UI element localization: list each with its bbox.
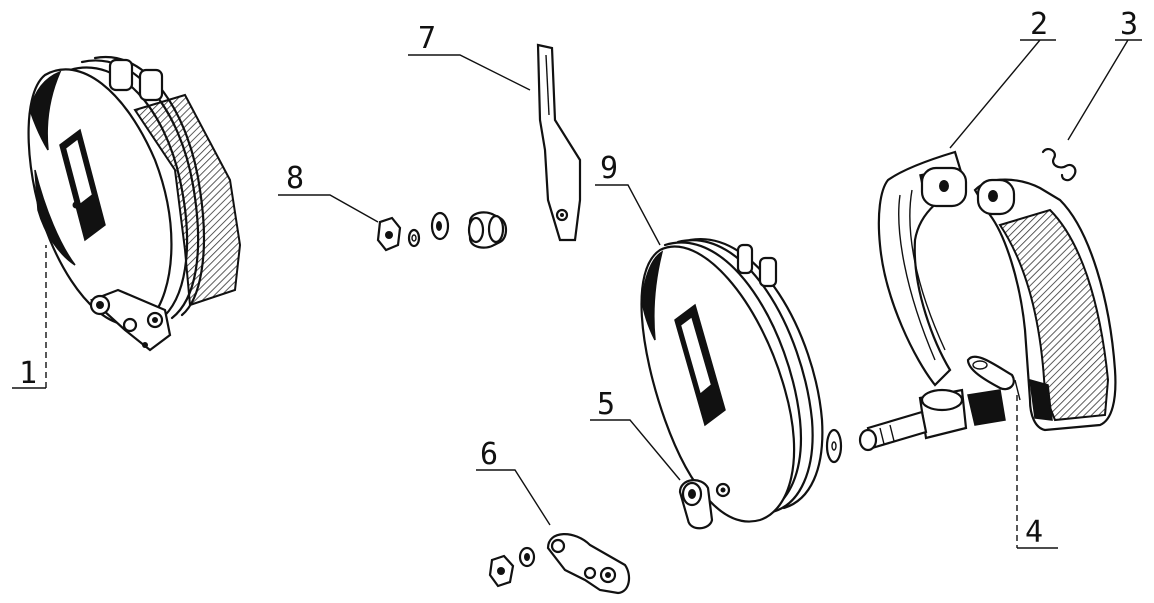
callout-6-label: 6 [480,437,498,472]
callout-2-label: 2 [1030,7,1048,42]
part-2-brake-shoes [877,150,1117,432]
part-3-spring [1041,148,1077,182]
callout-8-label: 8 [286,161,304,196]
callout-5-label: 5 [597,387,615,422]
callout-leaders [12,39,1142,549]
callout-3-label: 3 [1120,7,1138,42]
part-1-assembled-brake-drum [27,55,242,352]
part-8-nut-washer-set [376,211,508,252]
part-7-lever-arm [536,43,582,242]
callout-1-label: 1 [19,356,37,391]
callout-4-label: 4 [1025,515,1043,550]
part-9-backing-plate [640,237,824,523]
part-6-lever-with-nuts [488,533,631,595]
callout-7-label: 7 [418,21,436,56]
callout-labels: 1 2 3 4 5 6 7 8 9 [19,7,1138,550]
part-5-eye-bolt [678,479,714,530]
callout-9-label: 9 [600,151,618,186]
part-4-adjuster-pin [825,355,1015,464]
